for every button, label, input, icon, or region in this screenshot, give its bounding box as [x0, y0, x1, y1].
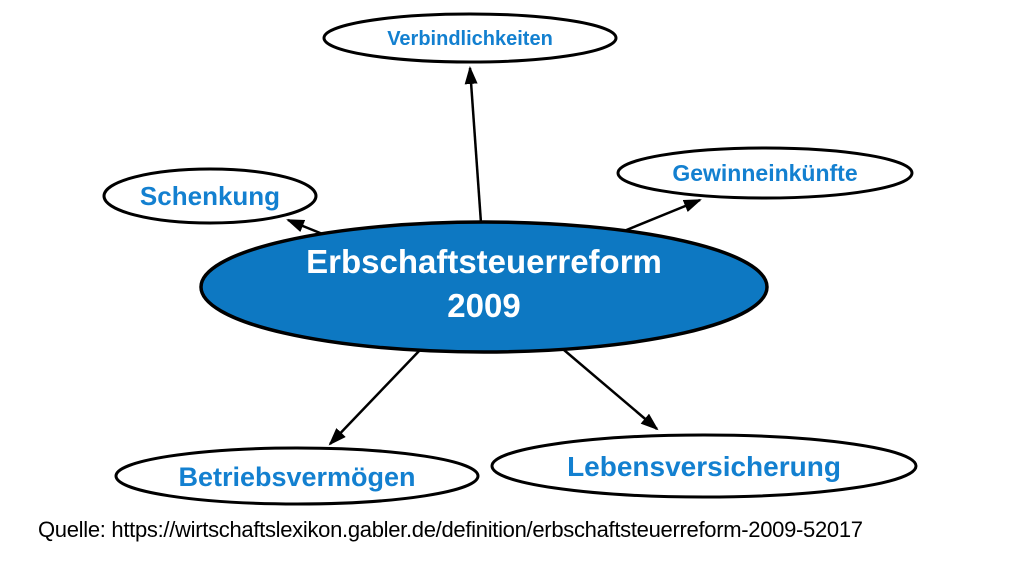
node-schenkung: Schenkung — [102, 167, 318, 225]
node-betriebsvermoegen: Betriebsvermögen — [114, 446, 480, 506]
edge-center-to-lebensversicherung — [563, 349, 659, 431]
node-center-ellipse — [199, 220, 769, 354]
node-gewinneinkuenfte-label: Gewinneinkünfte — [672, 160, 857, 186]
node-center: Erbschaftsteuerreform 2009 — [199, 220, 769, 354]
node-gewinneinkuenfte: Gewinneinkünfte — [616, 146, 914, 200]
node-center-label-line1: Erbschaftsteuerreform — [306, 243, 662, 280]
node-gewinneinkuenfte-ellipse — [616, 146, 914, 200]
node-lebensversicherung: Lebensversicherung — [490, 433, 918, 499]
node-verbindlichkeiten-ellipse — [322, 12, 618, 64]
edge-center-to-gewinneinkuenfte — [623, 198, 702, 233]
source-caption: Quelle: https://wirtschaftslexikon.gable… — [38, 517, 863, 542]
node-verbindlichkeiten: Verbindlichkeiten — [322, 12, 618, 64]
node-verbindlichkeiten-label: Verbindlichkeiten — [387, 28, 553, 50]
node-center-label-line2: 2009 — [447, 287, 520, 324]
edge-center-to-verbindlichkeiten — [464, 66, 483, 224]
edge-center-to-betriebsvermoegen — [328, 349, 421, 446]
node-lebensversicherung-ellipse — [490, 433, 918, 499]
node-schenkung-ellipse — [102, 167, 318, 225]
node-lebensversicherung-label: Lebensversicherung — [567, 451, 841, 482]
node-schenkung-label: Schenkung — [140, 181, 280, 211]
node-betriebsvermoegen-ellipse — [114, 446, 480, 506]
node-betriebsvermoegen-label: Betriebsvermögen — [178, 462, 415, 492]
